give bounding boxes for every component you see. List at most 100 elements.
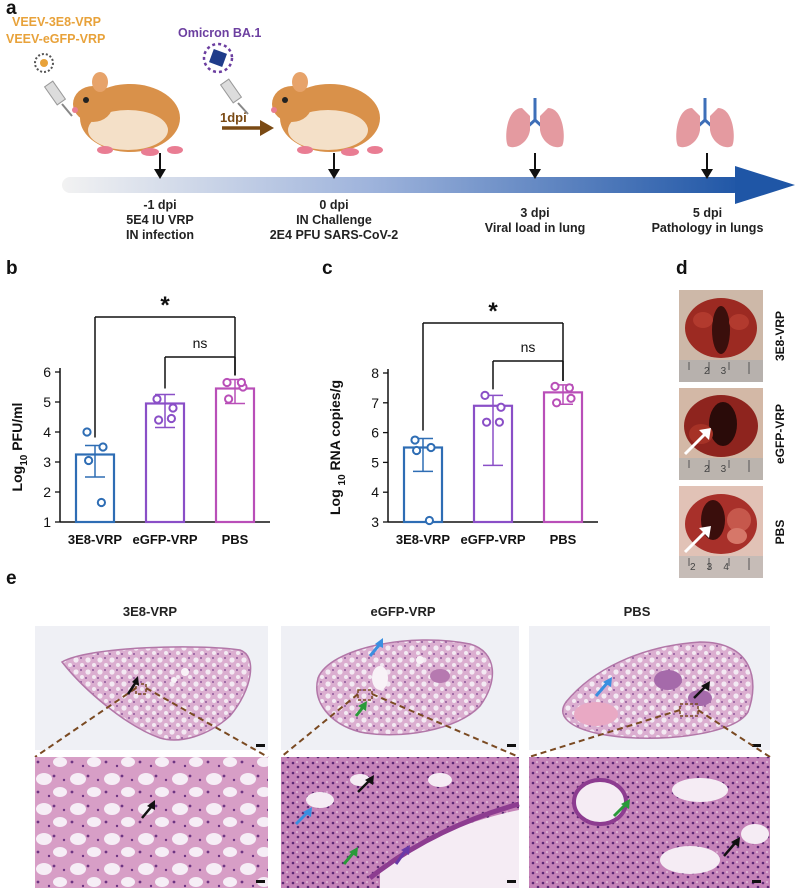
ruler-text-2: 2 3: [704, 464, 727, 475]
vrp-label-2: VEEV-eGFP-VRP: [6, 32, 106, 46]
data-point: [496, 402, 506, 412]
bar: [214, 387, 256, 524]
hist-zoom-pbs: [529, 757, 770, 888]
data-point: [550, 381, 560, 392]
data-point: [236, 377, 246, 388]
data-point: [98, 442, 108, 452]
panel-b-letter: b: [6, 258, 18, 279]
hist-title-3e8: 3E8-VRP: [122, 604, 178, 619]
vrp-label-1: VEEV-3E8-VRP: [12, 15, 101, 29]
data-point: [552, 398, 562, 408]
timepoint-arrow-3: [529, 153, 541, 179]
data-point: [410, 435, 420, 445]
gross-lung-photos: [679, 290, 763, 578]
y-tick-label: 4: [43, 424, 51, 440]
gross-label-egfp: eGFP-VRP: [773, 403, 787, 465]
y-tick-label: 5: [43, 394, 51, 410]
x-tick-label: 3E8-VRP: [396, 532, 451, 547]
ruler-text-1: 2 3: [704, 366, 727, 377]
y-tick-label: 8: [371, 365, 379, 381]
data-point: [96, 497, 107, 508]
interval-arrow: [222, 120, 274, 136]
data-point: [166, 413, 176, 424]
gross-label-3e8: 3E8-VRP: [773, 310, 787, 362]
panel-a-illustration: [34, 42, 795, 204]
bar: [144, 402, 186, 524]
hamster-icon-1: [72, 72, 183, 156]
ruler-text-3: 2 3 4: [690, 562, 729, 573]
data-point: [564, 383, 574, 393]
omicron-virus-icon: [202, 42, 234, 74]
data-point: [426, 442, 436, 453]
y-tick-label: 6: [371, 425, 379, 441]
hamster-icon-2: [271, 72, 383, 156]
histology-panels: [34, 626, 771, 888]
white-arrow-icon: [683, 428, 711, 456]
bar: [542, 391, 584, 524]
blue-arrow-icon: [368, 638, 383, 657]
timepoint-arrow-4: [701, 153, 713, 179]
timeline-arrow: [62, 166, 795, 204]
gross-photo-3e8: [679, 290, 763, 382]
x-tick-label: PBS: [222, 532, 249, 547]
lung-icon-1: [506, 98, 564, 148]
x-tick-label: eGFP-VRP: [460, 532, 525, 547]
significance-label: *: [160, 292, 170, 319]
hist-zoom-3e8: [35, 757, 268, 888]
significance-label: *: [488, 298, 498, 325]
y-tick-label: 4: [371, 484, 379, 500]
bar: [74, 453, 116, 524]
data-point: [82, 427, 92, 437]
hist-title-egfp: eGFP-VRP: [370, 604, 436, 619]
black-arrow-icon: [357, 775, 374, 793]
omicron-label: Omicron BA.1: [178, 26, 262, 40]
data-point: [494, 417, 504, 427]
hist-title-pbs: PBS: [623, 604, 651, 619]
data-point: [84, 455, 94, 466]
green-arrow-icon: [354, 701, 367, 717]
x-tick-label: eGFP-VRP: [132, 532, 197, 547]
blue-arrow-icon: [594, 677, 612, 697]
data-point: [482, 417, 492, 427]
data-point: [480, 390, 490, 400]
purple-arrow-icon: [394, 845, 410, 865]
panel-e-letter: e: [6, 568, 17, 589]
black-arrow-icon: [141, 800, 155, 819]
y-tick-label: 7: [371, 395, 379, 411]
lung-icon-2: [676, 98, 734, 148]
gross-photo-pbs: [679, 486, 763, 578]
zoom-lines: [34, 687, 771, 758]
gross-label-pbs: PBS: [773, 519, 787, 545]
y-tick-label: 2: [43, 484, 51, 500]
y-tick-label: 3: [371, 514, 379, 530]
data-point: [566, 393, 576, 403]
x-tick-label: 3E8-VRP: [68, 532, 123, 547]
white-arrow-icon: [683, 526, 711, 554]
green-arrow-icon: [342, 847, 358, 865]
timepoint-arrow-1: [154, 153, 166, 179]
interval-label: 1dpi: [220, 110, 247, 125]
blue-arrow-icon: [294, 807, 312, 826]
syringe-icon-2: [219, 78, 249, 115]
data-point: [424, 515, 435, 526]
data-point: [168, 403, 178, 413]
green-arrow-icon: [612, 799, 630, 818]
significance-label: ns: [193, 335, 208, 351]
panel-c-letter: c: [322, 258, 333, 279]
hist-zoom-egfp: [281, 757, 520, 888]
panel-a-letter: a: [6, 0, 17, 19]
significance-label: ns: [521, 339, 536, 355]
y-tick-label: 1: [43, 514, 51, 530]
black-arrow-icon: [723, 837, 740, 857]
y-tick-label: 3: [43, 454, 51, 470]
data-point: [152, 394, 162, 404]
y-axis-label: Log 10 RNA copies/g: [327, 380, 348, 515]
y-tick-label: 5: [371, 454, 379, 470]
gross-photo-egfp: [679, 388, 763, 480]
data-point: [412, 445, 422, 456]
y-tick-label: 6: [43, 364, 51, 380]
vrp-virus-icon: [34, 53, 54, 73]
